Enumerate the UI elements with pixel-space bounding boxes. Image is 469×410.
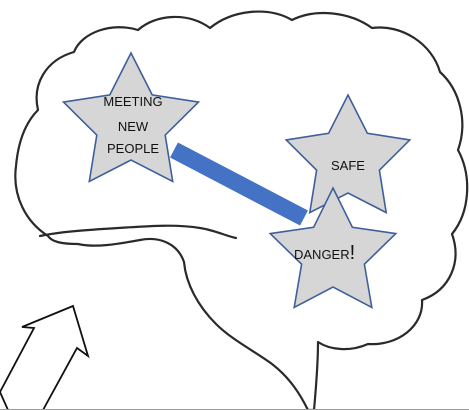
star-label-line-2: NEW bbox=[118, 119, 149, 134]
star-shape bbox=[284, 93, 412, 215]
star-label-safe: SAFE bbox=[331, 158, 365, 173]
star-label-danger: DANGER! bbox=[294, 242, 355, 264]
up-right-arrow-icon bbox=[0, 304, 90, 410]
star-safe: SAFE bbox=[284, 93, 412, 215]
star-meeting-new-people: MEETING NEW PEOPLE bbox=[61, 51, 201, 183]
danger-text: DANGER bbox=[294, 247, 350, 262]
star-shape bbox=[61, 51, 201, 183]
star-label-line-1: MEETING bbox=[103, 94, 162, 109]
star-danger: DANGER! bbox=[268, 186, 398, 309]
star-shape bbox=[268, 186, 398, 309]
danger-exclamation: ! bbox=[350, 242, 356, 264]
star-label-line-3: PEOPLE bbox=[107, 141, 159, 156]
brain-fold-line bbox=[38, 224, 238, 240]
connector-bar bbox=[170, 142, 308, 226]
